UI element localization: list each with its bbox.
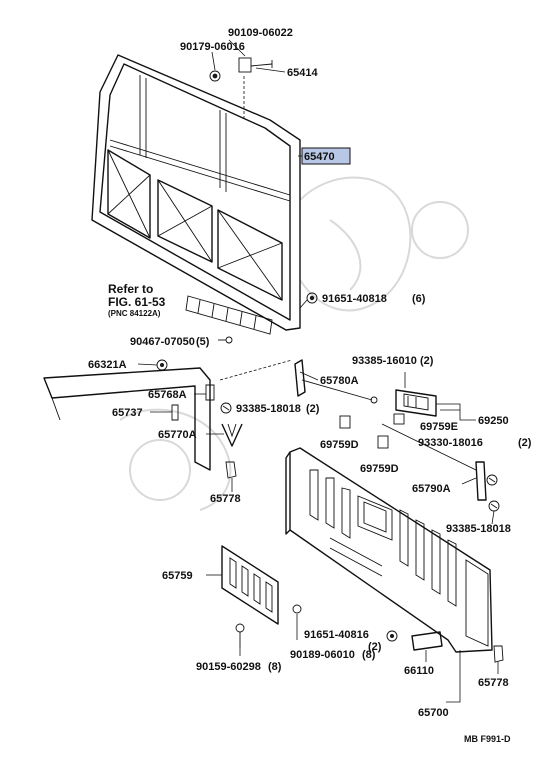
- qty-90159-60298: (8): [268, 661, 282, 673]
- label-91651-40818[interactable]: 91651-40818: [322, 293, 387, 305]
- label-65778-left[interactable]: 65778: [210, 493, 241, 505]
- pin-65737-icon: [171, 404, 179, 421]
- qty-93385-18018-left: (2): [306, 403, 320, 415]
- latch-rod-65790A-icon: [381, 423, 487, 501]
- qty-90467-07050: (5): [196, 336, 210, 348]
- screw-93330-18016-icon: [486, 474, 498, 486]
- qty-91651-40818: (6): [412, 293, 426, 305]
- clip-90467-07050-icon: [218, 336, 233, 344]
- label-93385-16010[interactable]: 93385-16010: [352, 355, 417, 367]
- label-65768A[interactable]: 65768A: [148, 389, 187, 401]
- bolt-91651-40818-icon: [306, 292, 318, 304]
- pad-69759E-icon: [393, 413, 405, 425]
- label-65470[interactable]: 65470: [304, 151, 335, 163]
- nut-90179-06016-icon: [209, 70, 221, 82]
- label-69759D-b[interactable]: 69759D: [360, 463, 399, 475]
- bolt-90109-06022-icon: [238, 57, 273, 73]
- screw-93385-18018-left-icon: [220, 402, 232, 414]
- label-65414[interactable]: 65414: [287, 67, 318, 79]
- label-65737[interactable]: 65737: [112, 407, 143, 419]
- label-93385-18018-left[interactable]: 93385-18018: [236, 403, 301, 415]
- label-65759[interactable]: 65759: [162, 570, 193, 582]
- label-90467-07050[interactable]: 90467-07050: [130, 336, 195, 348]
- qty-93385-16010: (2): [420, 355, 434, 367]
- pad-69759D-b-icon: [377, 435, 389, 449]
- license-panel-65759: [221, 545, 279, 625]
- bracket-65778-left-icon: [225, 461, 237, 479]
- handle-69250-icon: [395, 389, 437, 417]
- label-90109-06022[interactable]: 90109-06022: [228, 27, 293, 39]
- refer-note-line3: (PNC 84122A): [108, 309, 161, 318]
- label-69759E[interactable]: 69759E: [420, 421, 458, 433]
- grille-strip: [185, 295, 273, 335]
- label-90189-06010[interactable]: 90189-06010: [290, 649, 355, 661]
- label-65778-right[interactable]: 65778: [478, 677, 509, 689]
- watermark-emblem: [119, 176, 469, 511]
- refer-note-line2[interactable]: FIG. 61-53: [108, 295, 166, 309]
- pad-69759D-a-icon: [339, 415, 351, 429]
- bracket-66110-icon: [411, 631, 443, 651]
- label-66321A[interactable]: 66321A: [88, 359, 127, 371]
- tailgate-65700: [285, 447, 493, 653]
- label-65780A[interactable]: 65780A: [320, 375, 359, 387]
- label-69759D-a[interactable]: 69759D: [320, 439, 359, 451]
- qty-91651-40816: (2): [368, 641, 382, 653]
- qty-93330-18016: (2): [518, 437, 532, 449]
- label-65700[interactable]: 65700: [418, 707, 449, 719]
- latch-rod-65780A-icon: [294, 359, 378, 404]
- label-66110[interactable]: 66110: [404, 665, 434, 677]
- diagram-code: MB F991-D: [464, 734, 511, 744]
- label-93385-18018-right[interactable]: 93385-18018: [446, 523, 511, 535]
- label-65790A[interactable]: 65790A: [412, 483, 451, 495]
- hinge-65768A-icon: [205, 384, 215, 401]
- cab-frame-65470: [91, 54, 301, 331]
- bolt-91651-40816-icon: [386, 630, 398, 642]
- bolt-90159-60298-icon: [235, 623, 245, 648]
- label-90179-06016[interactable]: 90179-06016: [180, 41, 245, 53]
- label-93330-18016[interactable]: 93330-18016: [418, 437, 483, 449]
- cable-65770A-icon: [221, 423, 243, 447]
- label-69250[interactable]: 69250: [478, 415, 509, 427]
- label-65770A[interactable]: 65770A: [158, 429, 197, 441]
- bed-side-rail: [43, 359, 293, 471]
- label-91651-40816[interactable]: 91651-40816: [304, 629, 369, 641]
- qty-90189-06010: (8): [362, 649, 376, 661]
- refer-note-line1: Refer to: [108, 282, 153, 296]
- nut-90189-06010-icon: [292, 604, 302, 614]
- label-90159-60298[interactable]: 90159-60298: [196, 661, 261, 673]
- bracket-65778-right-icon: [493, 645, 504, 663]
